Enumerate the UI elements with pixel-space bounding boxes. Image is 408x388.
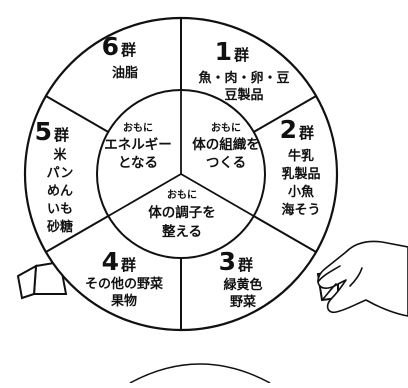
group-2-number: 2 [280,115,297,144]
inner-1-lead: おもに [211,122,241,134]
group-4-line-2: 果物 [110,293,137,309]
group-5-line-2: パン [47,166,74,181]
hand-illustration [317,240,408,317]
group-6-sector: 6 群 油脂 [102,32,138,81]
group-5-line-4: いも [47,202,73,217]
group-5-number: 5 [35,117,52,146]
group-4-line-1: その他の野菜 [85,276,163,292]
inner-3-lead: おもに [123,122,153,134]
group-2-line-4: 海そう [281,202,320,218]
group-2-suffix: 群 [299,124,314,142]
inner-energy-sector: おもに エネルギー となる [104,122,172,171]
group-5-sector: 5 群 米 パン めん いも 砂糖 [35,117,74,235]
group-2-line-3: 小魚 [288,184,314,200]
group-3-sector: 3 群 緑黄色 野菜 [219,247,263,310]
inner-2-line-2: 整える [162,223,202,240]
group-4-suffix: 群 [121,256,136,274]
group-6-line-1: 油脂 [112,65,138,81]
group-6-number: 6 [102,32,119,61]
inner-2-lead: おもに [167,189,197,201]
group-3-line-2: 野菜 [230,294,256,310]
group-2-line-1: 牛乳 [288,148,314,164]
group-4-number: 4 [102,247,119,276]
group-1-line-2: 豆製品 [224,87,263,103]
group-6-suffix: 群 [121,41,136,59]
group-2-sector: 2 群 牛乳 乳製品 小魚 海そう [280,115,321,218]
group-5-line-1: 米 [53,147,67,163]
group-5-line-3: めん [47,184,73,199]
second-wheel-edge [129,363,271,384]
group-1-line-1: 魚・肉・卵・豆 [198,70,289,86]
group-4-sector: 4 群 その他の野菜 果物 [85,247,163,309]
group-1-number: 1 [215,37,232,66]
inner-dividers [107,90,255,217]
group-1-suffix: 群 [234,46,249,64]
group-3-number: 3 [219,247,236,276]
group-3-line-1: 緑黄色 [223,277,262,293]
inner-1-line-2: つくる [206,155,246,171]
inner-2-line-1: 体の調子を [148,204,216,221]
inner-builds-body-sector: おもに 体の組織を つくる [192,122,260,171]
group-5-line-5: 砂糖 [46,219,73,235]
group-5-suffix: 群 [54,126,69,144]
group-3-suffix: 群 [238,256,253,274]
group-2-line-2: 乳製品 [281,166,320,182]
inner-1-line-1: 体の組織を [192,136,260,153]
group-1-sector: 1 群 魚・肉・卵・豆 豆製品 [198,37,289,103]
outer-dividers [45,18,317,330]
inner-3-line-1: エネルギー [104,137,172,153]
inner-3-line-2: となる [118,155,158,171]
inner-regulates-body-sector: おもに 体の調子を 整える [148,189,216,240]
